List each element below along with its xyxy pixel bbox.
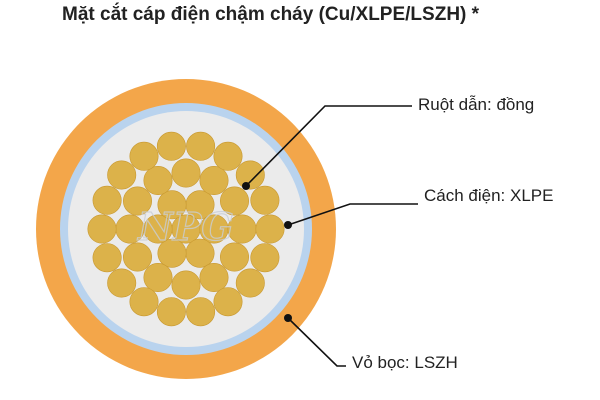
copper-strand [156, 297, 186, 327]
copper-strand [171, 270, 201, 300]
leader-dot-sheath [284, 314, 292, 322]
copper-strand [143, 262, 173, 292]
leader-lines [242, 105, 418, 367]
copper-strand [255, 214, 285, 244]
label-insulation: Cách điện: XLPE [424, 186, 554, 205]
copper-strand [186, 131, 216, 161]
copper-strand [157, 238, 187, 268]
leader-line-sheath [287, 317, 346, 367]
copper-strand [87, 214, 117, 244]
copper-strand [250, 185, 280, 215]
label-conductor: Ruột dẫn: đồng [418, 95, 535, 114]
copper-strand [107, 160, 137, 190]
copper-strand [129, 287, 159, 317]
copper-strand [213, 141, 243, 171]
copper-strands [87, 131, 285, 327]
copper-strand [220, 186, 250, 216]
copper-strand [123, 186, 153, 216]
copper-strand [220, 242, 250, 272]
leader-line-insulation [287, 203, 418, 226]
copper-strand [199, 166, 229, 196]
copper-strand [92, 185, 122, 215]
copper-strand [92, 243, 122, 273]
copper-strand [143, 166, 173, 196]
copper-strand [123, 242, 153, 272]
diagram-title: Mặt cắt cáp điện chậm cháy (Cu/XLPE/LSZH… [62, 4, 480, 25]
copper-strand [157, 190, 187, 220]
copper-strand [199, 262, 229, 292]
leader-dot-insulation [284, 221, 292, 229]
copper-strand [156, 131, 186, 161]
copper-strand [171, 158, 201, 188]
copper-strand [186, 297, 216, 327]
label-sheath: Vỏ bọc: LSZH [352, 353, 458, 372]
leader-dot-conductor [242, 182, 250, 190]
copper-strand [213, 287, 243, 317]
copper-strand [235, 160, 265, 190]
copper-strand [250, 243, 280, 273]
watermark-logo: NPG [137, 204, 234, 249]
copper-strand [129, 141, 159, 171]
copper-strand [235, 268, 265, 298]
copper-strand [107, 268, 137, 298]
leader-line-conductor [245, 105, 412, 187]
